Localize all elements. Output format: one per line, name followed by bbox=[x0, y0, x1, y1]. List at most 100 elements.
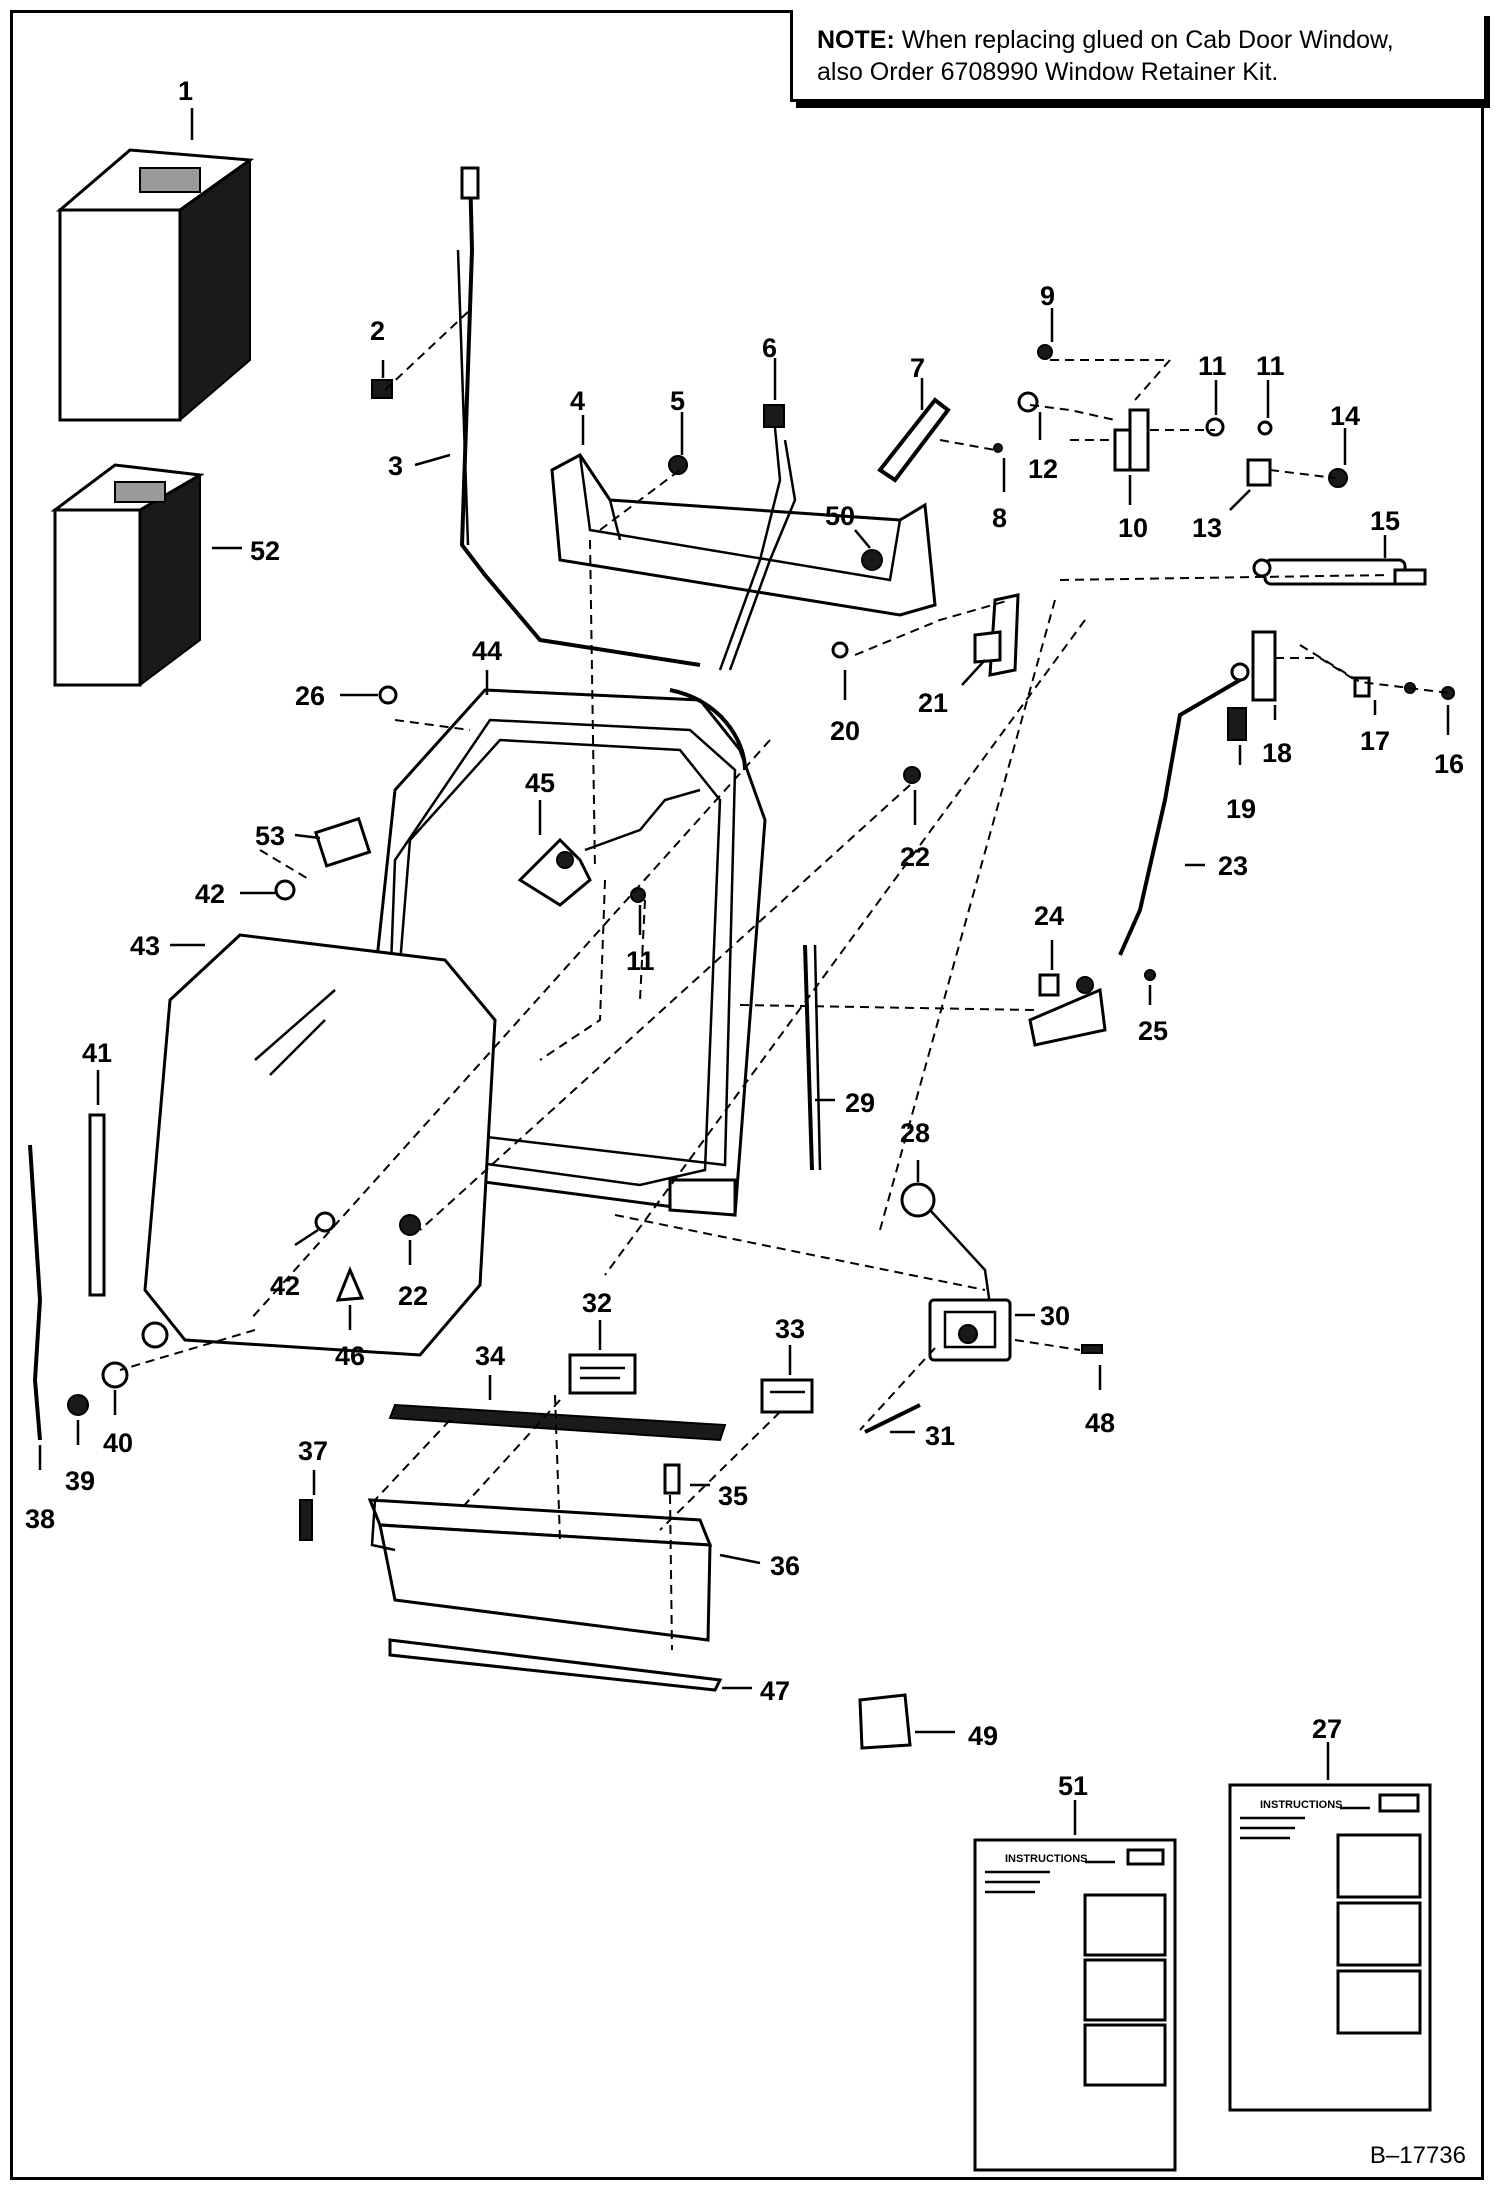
note-line-1: When replacing glued on Cab Door Window, bbox=[894, 26, 1394, 54]
callout-44: 44 bbox=[472, 636, 502, 666]
callout-40: 40 bbox=[103, 1428, 133, 1458]
part-20-screw bbox=[831, 641, 849, 659]
part-48-spring bbox=[1081, 1344, 1103, 1354]
callout-12: 12 bbox=[1028, 454, 1058, 484]
part-1-box bbox=[55, 148, 255, 422]
callout-28: 28 bbox=[900, 1118, 930, 1148]
callout-42b: 42 bbox=[270, 1271, 300, 1301]
callout-11a: 11 bbox=[1198, 351, 1227, 381]
part-7-strap bbox=[877, 397, 951, 483]
callout-33: 33 bbox=[775, 1314, 805, 1344]
callout-16: 16 bbox=[1434, 749, 1464, 779]
callout-43: 43 bbox=[130, 931, 160, 961]
callout-36: 36 bbox=[770, 1551, 800, 1581]
part-36-kick-plate bbox=[367, 1498, 713, 1642]
callout-49: 49 bbox=[968, 1721, 998, 1751]
callout-20: 20 bbox=[830, 716, 860, 746]
part-35-bolt bbox=[663, 1463, 681, 1495]
callout-19: 19 bbox=[1226, 794, 1256, 824]
part-47-plate bbox=[388, 1638, 723, 1692]
callout-14: 14 bbox=[1330, 401, 1360, 431]
callout-8: 8 bbox=[992, 503, 1007, 533]
part-29-strip bbox=[803, 944, 814, 1171]
part-12-nut bbox=[1017, 391, 1039, 413]
part-9-screw bbox=[1037, 344, 1053, 360]
callout-4: 4 bbox=[570, 386, 585, 416]
callout-29: 29 bbox=[845, 1088, 875, 1118]
callout-38: 38 bbox=[25, 1504, 55, 1534]
part-32-decal bbox=[568, 1353, 637, 1395]
part-22-nut bbox=[399, 1214, 421, 1236]
assembly-lines bbox=[119, 309, 1449, 1651]
part-50-grommet bbox=[861, 549, 883, 571]
callout-30: 30 bbox=[1040, 1301, 1070, 1331]
part-37-spring bbox=[299, 1499, 313, 1541]
part-4-bracket bbox=[550, 453, 937, 617]
callout-7: 7 bbox=[910, 353, 925, 383]
part-31-latch-arm bbox=[864, 1403, 921, 1434]
figure-reference: B–17736 bbox=[1369, 2142, 1466, 2169]
note-line-2: also Order 6708990 Window Retainer Kit. bbox=[817, 58, 1279, 86]
part-22-nut-upper bbox=[903, 766, 921, 784]
part-51-instruction-sheet: INSTRUCTIONS bbox=[973, 1838, 1177, 2172]
callout-10: 10 bbox=[1118, 513, 1148, 543]
callout-42a: 42 bbox=[195, 879, 225, 909]
callout-41: 41 bbox=[82, 1038, 112, 1068]
part-40-washer bbox=[101, 1361, 129, 1389]
callout-47: 47 bbox=[760, 1676, 790, 1706]
part-11-washer-2 bbox=[1257, 420, 1273, 436]
callout-15: 15 bbox=[1370, 506, 1400, 536]
part-43-window-glass bbox=[143, 933, 497, 1357]
part-13-clip bbox=[1246, 458, 1272, 487]
part-2-clip bbox=[371, 379, 393, 399]
part-23-rod bbox=[1118, 678, 1242, 956]
callout-34: 34 bbox=[475, 1341, 505, 1371]
part-21-bracket bbox=[973, 593, 1020, 677]
callout-23: 23 bbox=[1218, 851, 1248, 881]
callout-11c: 11 bbox=[626, 946, 655, 976]
part-53-plate bbox=[313, 816, 372, 868]
callout-32: 32 bbox=[582, 1288, 612, 1318]
callout-48: 48 bbox=[1085, 1408, 1115, 1438]
callout-5: 5 bbox=[670, 386, 685, 416]
part-washer bbox=[141, 1321, 169, 1349]
callout-21: 21 bbox=[918, 688, 948, 718]
callout-22a: 22 bbox=[900, 842, 930, 872]
part-49-cover bbox=[858, 1693, 912, 1750]
callout-6: 6 bbox=[762, 333, 777, 363]
callout-3: 3 bbox=[388, 451, 403, 481]
callout-17: 17 bbox=[1360, 726, 1390, 756]
part-26-nut bbox=[378, 685, 398, 705]
callout-27: 27 bbox=[1312, 1714, 1342, 1744]
part-10-latch bbox=[1113, 408, 1150, 472]
callout-50: 50 bbox=[825, 501, 855, 531]
part-11-nut-lower bbox=[630, 887, 646, 903]
part-14-nut bbox=[1328, 468, 1348, 488]
callout-37: 37 bbox=[298, 1436, 328, 1466]
part-15-strut bbox=[1252, 558, 1427, 586]
callout-13: 13 bbox=[1192, 513, 1222, 543]
callout-11b: 11 bbox=[1256, 351, 1285, 381]
callout-52: 52 bbox=[250, 536, 280, 566]
part-41-blade bbox=[88, 1113, 106, 1297]
callout-45: 45 bbox=[525, 768, 555, 798]
part-8-rivet bbox=[993, 443, 1003, 453]
part-33-decal bbox=[760, 1378, 814, 1414]
callout-1: 1 bbox=[178, 76, 193, 106]
callout-26: 26 bbox=[295, 681, 325, 711]
part-30-handle bbox=[928, 1298, 1012, 1362]
part-6-harness bbox=[718, 404, 797, 671]
callout-53: 53 bbox=[255, 821, 285, 851]
part-18-hinge bbox=[1230, 630, 1277, 702]
note-box: NOTE: When replacing glued on Cab Door W… bbox=[790, 10, 1484, 102]
part-19-bolt bbox=[1227, 707, 1247, 741]
diagram-border bbox=[10, 10, 1484, 2180]
callout-labels: 1 2 3 4 5 6 7 8 9 10 11 11 11 12 13 14 1 bbox=[25, 76, 1464, 1835]
part-46-cap bbox=[335, 1266, 365, 1302]
callout-31: 31 bbox=[925, 1421, 955, 1451]
part-42-bolt-upper bbox=[274, 879, 296, 901]
callout-35: 35 bbox=[718, 1481, 748, 1511]
callout-25: 25 bbox=[1138, 1016, 1168, 1046]
part-45-lock bbox=[517, 788, 701, 907]
